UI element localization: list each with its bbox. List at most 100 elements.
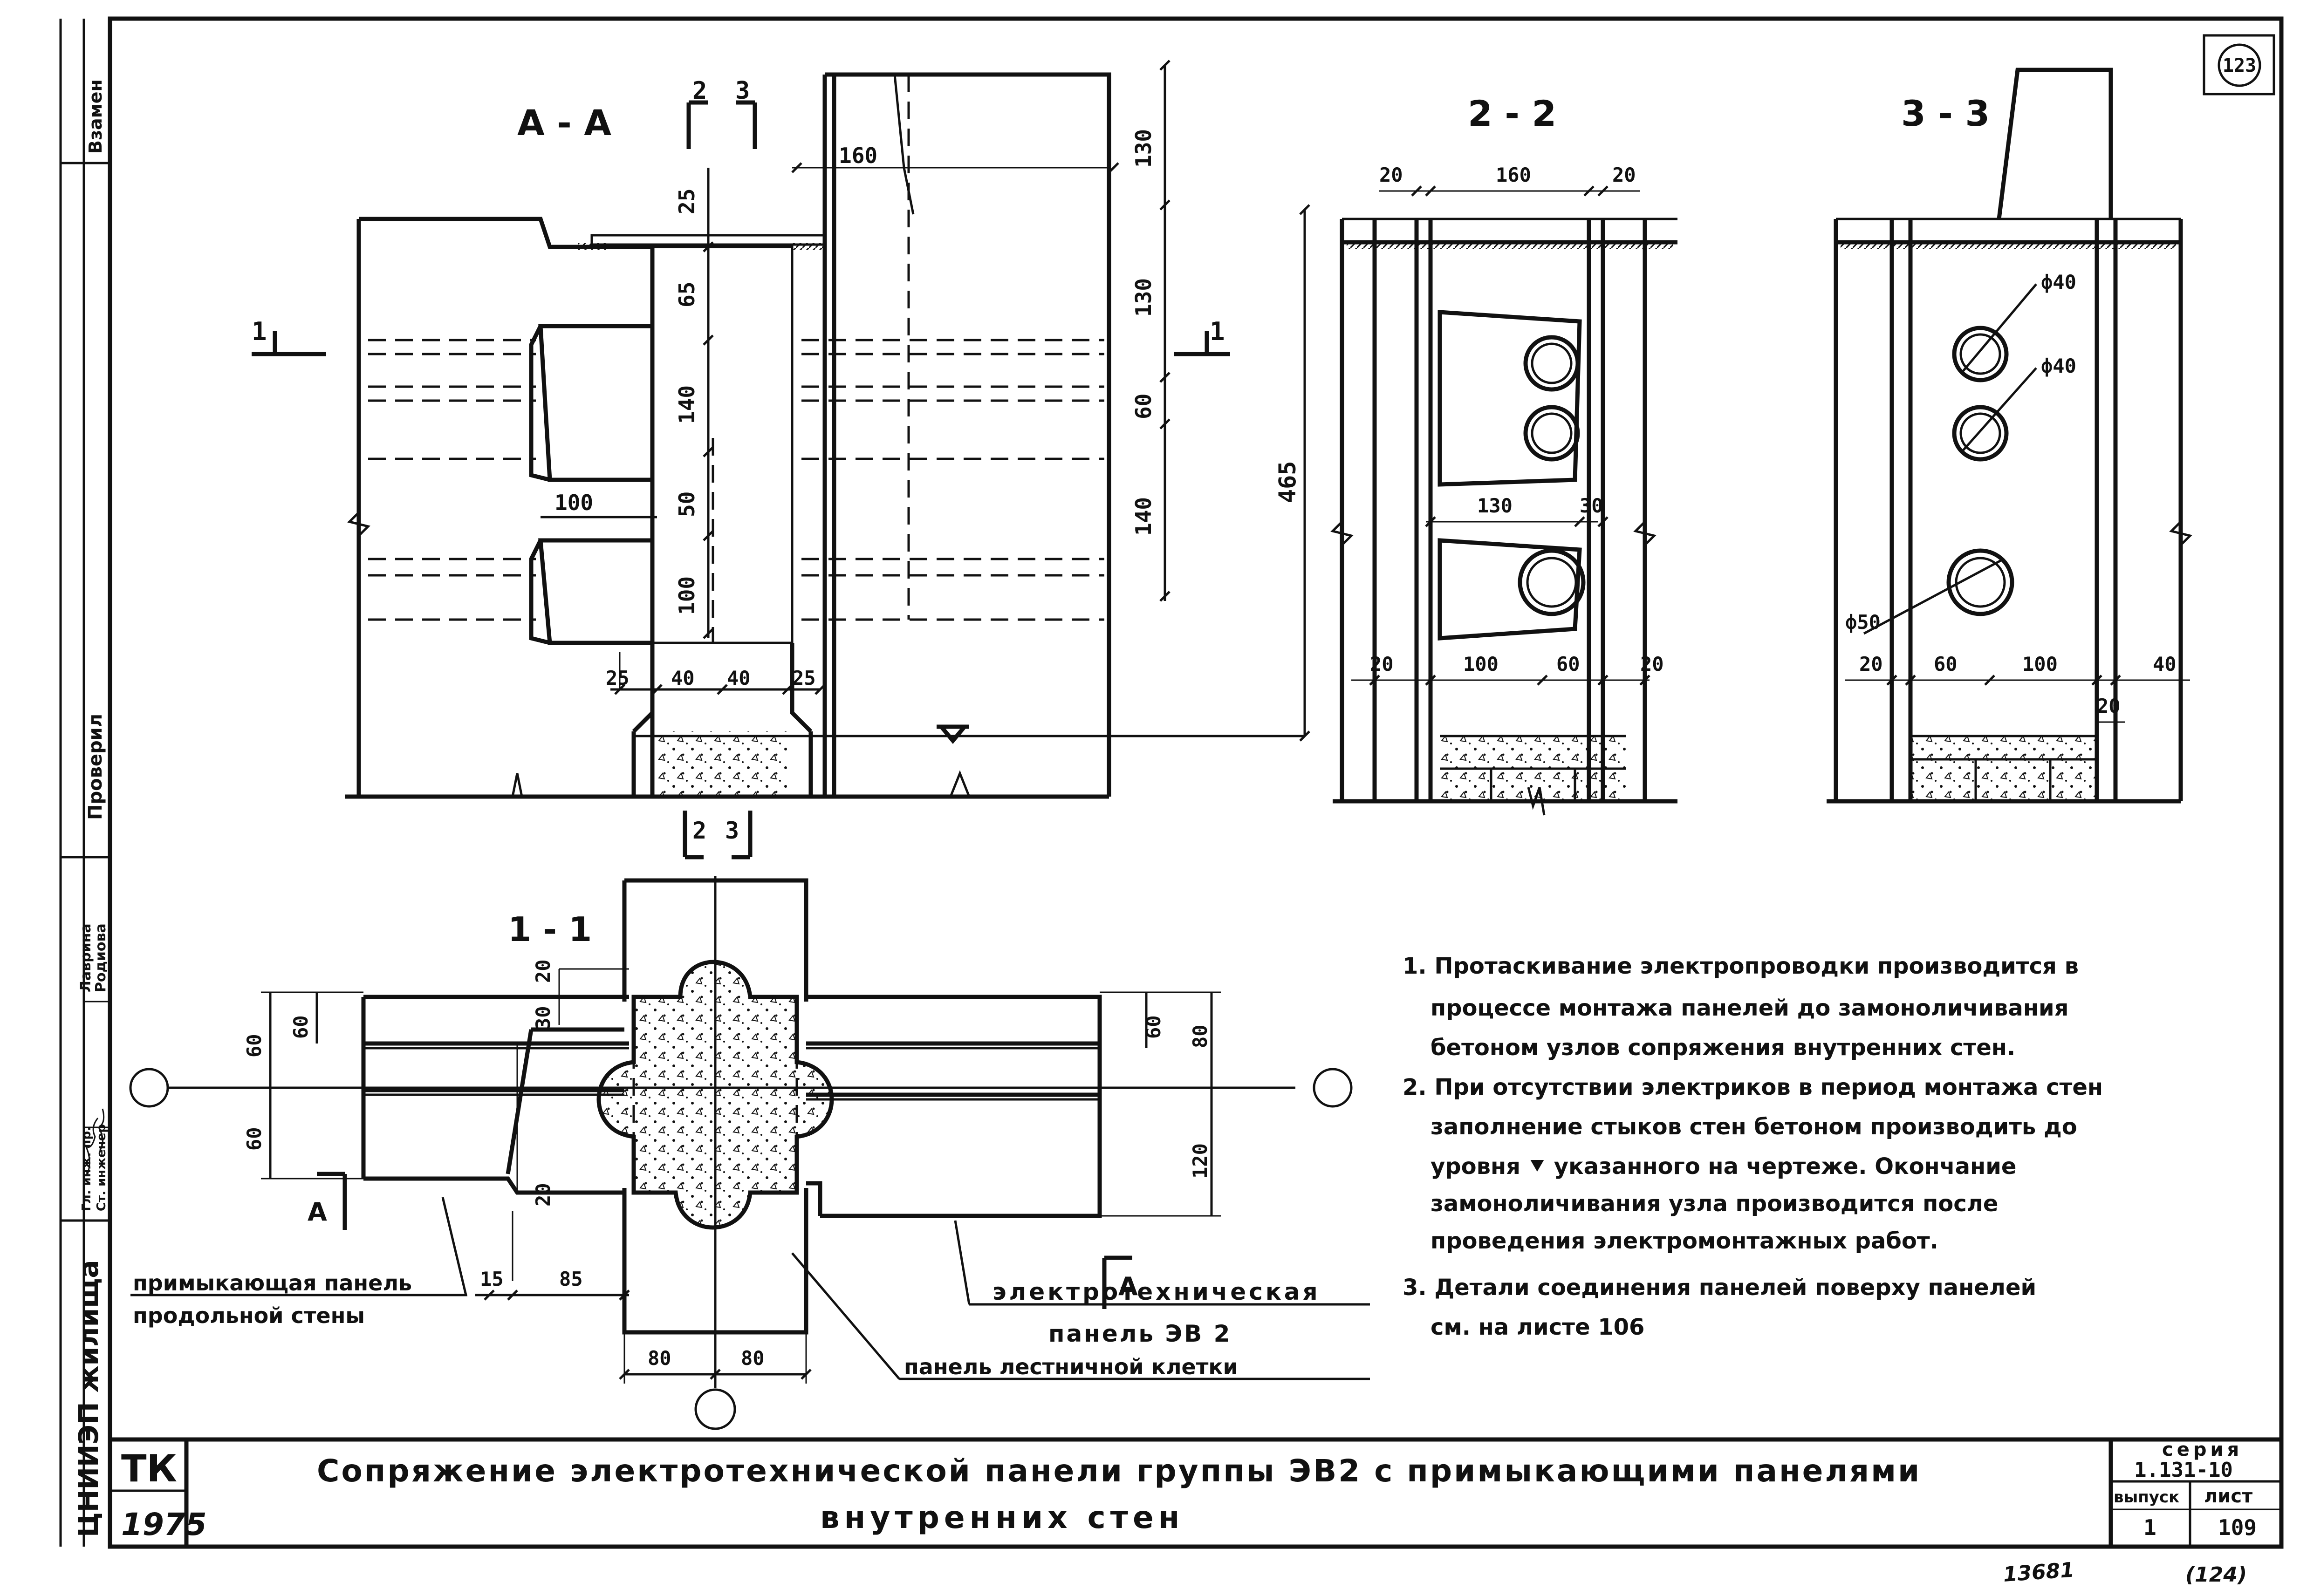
aa-dim-65: 65 xyxy=(674,282,699,307)
list-value: 109 xyxy=(2218,1515,2257,1540)
aa-left-panel xyxy=(356,217,655,797)
drawing-title-2: внутренних стен xyxy=(820,1500,1184,1535)
view-s33: 3 - 3 ф40 ф40 ф50 20 60 100 40 20 xyxy=(1827,68,2192,804)
tk-label: ТК xyxy=(121,1447,177,1490)
stamp-proveril: Проверил xyxy=(85,714,106,820)
aa-dim-465: 465 xyxy=(1274,461,1301,503)
note-2-line-4: замоноличивания узла производится после xyxy=(1431,1191,1998,1217)
signature-2 xyxy=(98,1108,105,1151)
seria-label: серия xyxy=(2162,1439,2243,1460)
aa-dim-25-bl: 25 xyxy=(606,667,630,689)
axis-bubble-right xyxy=(1313,1068,1353,1108)
svg-text:ф40: ф40 xyxy=(2041,355,2076,377)
leader-adjoining-panel xyxy=(130,1197,468,1296)
label-electro-panel-1: электротехническая xyxy=(993,1278,1321,1305)
note-2-line-5: проведения электромонтажных работ. xyxy=(1431,1228,1938,1254)
note-1-line-3: бетоном узлов сопряжения внутренних стен… xyxy=(1431,1035,2015,1061)
s22-hole-1 xyxy=(1523,335,1580,392)
page-number-hand: (124) xyxy=(2185,1563,2247,1587)
stamp-org: ЦНИИЭП жилища xyxy=(73,1260,104,1537)
svg-text:60: 60 xyxy=(1934,653,1958,675)
svg-text:3: 3 xyxy=(735,77,750,105)
svg-text:80: 80 xyxy=(1189,1024,1212,1048)
svg-text:160: 160 xyxy=(1496,164,1531,186)
aa-dim-130-mid: 130 xyxy=(1131,278,1156,317)
aa-level-marker xyxy=(937,724,969,744)
s22-hole-3 xyxy=(1518,548,1586,616)
svg-text:85: 85 xyxy=(559,1268,583,1290)
aa-dim-100-core: 100 xyxy=(674,576,699,615)
aa-box-lower xyxy=(529,538,655,645)
s11-top-panel xyxy=(622,878,808,1002)
svg-text:100: 100 xyxy=(1463,653,1499,675)
s33-top-block xyxy=(1997,68,2113,219)
label-stair-panel: панель лестничной клетки xyxy=(904,1354,1238,1379)
svg-text:60: 60 xyxy=(1142,1015,1165,1039)
aa-concrete xyxy=(657,731,787,797)
aa-dim-40-b: 40 xyxy=(727,667,751,689)
note-2-line-1: 2. При отсутствии электриков в период мо… xyxy=(1403,1074,2103,1100)
svg-text:А: А xyxy=(308,1197,327,1227)
view-aa-title: А - А xyxy=(517,102,611,143)
leader-stair-panel xyxy=(791,1252,1370,1380)
aa-box-upper xyxy=(529,324,655,482)
note-1-line-2: процессе монтажа панелей до замоноличива… xyxy=(1431,995,2068,1021)
cut-mark-1-right xyxy=(1174,331,1230,356)
year-label: 1975 xyxy=(121,1507,207,1542)
aa-dashed-slabs xyxy=(368,75,1104,662)
s11-title: 1 - 1 xyxy=(508,910,592,949)
svg-text:2: 2 xyxy=(692,77,707,105)
notes: 1. Протаскивание электропроводки произво… xyxy=(1403,953,2103,1340)
svg-text:А: А xyxy=(1118,1272,1138,1301)
stamp-name-1: Лаврина xyxy=(78,923,94,992)
inventory-number: 13681 xyxy=(2002,1558,2075,1587)
aa-dim-140: 140 xyxy=(674,385,699,424)
left-stamp: Взамен Проверил Лаврина Родиова Гл. инж.… xyxy=(59,19,110,1547)
svg-text:20: 20 xyxy=(532,959,554,983)
s22-box-lower xyxy=(1438,538,1582,641)
note-2-line-3: уровня ⯆ указанного на чертеже. Окончани… xyxy=(1431,1153,2016,1180)
cut-mark-2-3-top xyxy=(686,100,757,149)
aa-right-panel-top xyxy=(893,74,915,215)
svg-text:60: 60 xyxy=(1556,653,1580,675)
view-aa: А - А 2 3 1 1 xyxy=(252,60,1310,799)
svg-text:20: 20 xyxy=(2097,695,2121,717)
svg-text:15: 15 xyxy=(480,1268,504,1290)
s22-title: 2 - 2 xyxy=(1468,93,1556,134)
s22-hole-2 xyxy=(1523,405,1580,462)
svg-text:60: 60 xyxy=(243,1034,266,1057)
aa-dim-50: 50 xyxy=(674,491,699,517)
svg-text:80: 80 xyxy=(741,1347,765,1370)
axis-bubble-left xyxy=(129,1068,169,1108)
s33-hole-3 xyxy=(1946,548,2014,616)
svg-text:20: 20 xyxy=(532,1183,554,1207)
s33-footing xyxy=(1910,736,2097,801)
s33-hole-1 xyxy=(1952,326,2009,382)
aa-dim-140-right: 140 xyxy=(1131,497,1156,536)
note-3-line-1: 3. Детали соединения панелей поверху пан… xyxy=(1403,1275,2036,1301)
axis-bubble-bottom xyxy=(694,1388,736,1430)
vypusk-value: 1 xyxy=(2143,1515,2156,1540)
s11-right-wall xyxy=(806,995,1102,1218)
view-s11: 1 - 1 2 3 А А xyxy=(129,811,1370,1430)
drawing-title-1: Сопряжение электротехнической панели гру… xyxy=(317,1453,1921,1489)
svg-text:30: 30 xyxy=(1580,494,1603,517)
cut-mark-1-left xyxy=(252,331,326,356)
s33-title: 3 - 3 xyxy=(1901,93,1990,134)
aa-dim-60: 60 xyxy=(1131,394,1156,419)
svg-text:123: 123 xyxy=(2223,55,2256,76)
stamp-name-2: Родиова xyxy=(93,923,109,992)
stamp-st-inzh: Ст. инженер xyxy=(95,1124,109,1211)
svg-text:ф50: ф50 xyxy=(1845,611,1881,634)
title-block: ТК 1975 Сопряжение электротехнической па… xyxy=(110,1437,2281,1547)
label-electro-panel-2: панель ЭВ 2 xyxy=(1048,1320,1232,1347)
svg-text:1: 1 xyxy=(1210,317,1225,346)
svg-text:20: 20 xyxy=(1640,653,1664,675)
svg-text:30: 30 xyxy=(532,1006,554,1030)
svg-text:2: 2 xyxy=(692,817,706,844)
svg-text:3: 3 xyxy=(725,817,739,844)
svg-text:120: 120 xyxy=(1189,1143,1212,1179)
leader-electro-panel xyxy=(954,1220,1370,1306)
s22-box-upper xyxy=(1438,310,1582,487)
